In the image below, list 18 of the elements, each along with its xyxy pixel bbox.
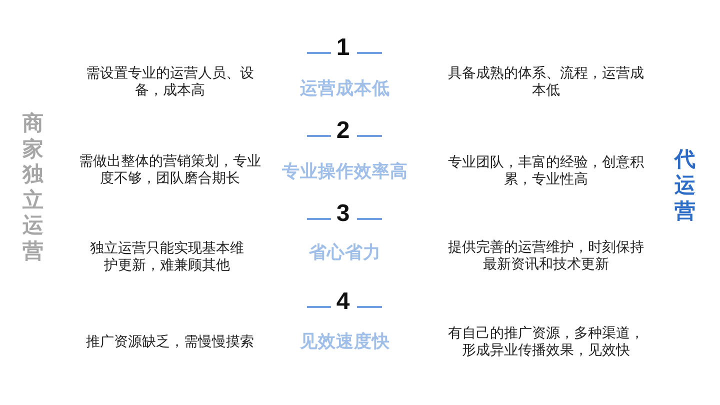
description-text: 需设置专业的运营人员、设备，成本高 xyxy=(85,64,255,98)
description-text: 提供完善的运营维护，时刻保持最新资讯和技术更新 xyxy=(447,238,645,272)
benefit-heading: 运营成本低 xyxy=(300,78,390,98)
side-heading: 代运营 xyxy=(673,147,696,225)
step-number: 1 xyxy=(336,35,350,61)
description-text: 推广资源缺乏，需慢慢摸索 xyxy=(85,332,255,350)
description-text: 专业团队，丰富的经验，创意积累，专业性高 xyxy=(447,154,645,186)
step-number: 3 xyxy=(336,201,350,227)
description-text: 有自己的推广资源，多种渠道，形成异业传播效果，见效快 xyxy=(447,324,645,358)
description-text: 需做出整体的营销策划，专业度不够，团队磨合期长 xyxy=(78,152,262,186)
description-text: 独立运营只能实现基本维护更新，难兼顾其他 xyxy=(89,240,245,272)
description-text: 具备成熟的体系、流程，运营成本低 xyxy=(447,64,645,98)
benefit-heading: 专业操作效率高 xyxy=(282,161,408,181)
side-heading: 商家独立运营 xyxy=(21,111,44,265)
step-number: 2 xyxy=(336,118,350,144)
step-number: 4 xyxy=(336,289,350,315)
benefit-heading: 见效速度快 xyxy=(300,331,390,351)
benefit-heading: 省心省力 xyxy=(309,242,381,262)
